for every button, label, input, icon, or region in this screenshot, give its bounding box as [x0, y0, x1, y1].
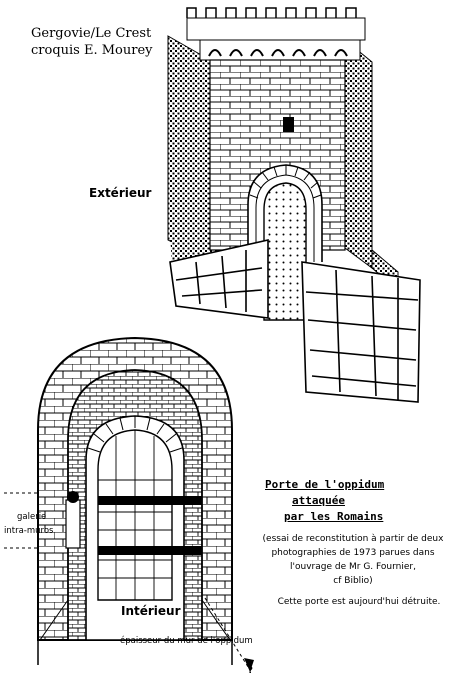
caption-title-line-2: attaquée — [292, 494, 345, 507]
caption-title-line-1: Porte de l'oppidum — [265, 478, 385, 491]
caption-note-line-3: l'ouvrage de Mr G. Fournier, — [290, 562, 416, 572]
question-mark: ? — [248, 666, 253, 676]
interior-arch-drawing — [37, 336, 233, 665]
gallery-label-line-1: galerie — [17, 512, 47, 522]
destroyed-note: Cette porte est aujourd'hui détruite. — [277, 597, 441, 607]
exterior-door — [263, 182, 307, 321]
credit-line-2: croquis E. Mourey — [31, 43, 153, 58]
exterior-label: Extérieur — [89, 186, 152, 200]
gallery-opening — [65, 499, 81, 549]
exterior-tower-drawing — [167, 7, 421, 403]
credit-line-1: Gergovie/Le Crest — [31, 26, 152, 41]
caption-title-line-3: par les Romains — [284, 510, 384, 523]
gallery-label-line-2: intra-muros — [4, 526, 54, 536]
caption-note-line-1: (essai de reconstitution à partir de deu… — [262, 534, 444, 544]
caption-note-line-4: cf Biblio) — [333, 576, 373, 586]
rampart-stones — [169, 239, 421, 403]
interior-label: Intérieur — [121, 604, 181, 618]
leader-lines — [4, 492, 251, 671]
wall-thickness-label: épaisseur du mur de l'oppidum — [120, 636, 253, 646]
battlements — [186, 7, 366, 41]
caption-note-line-2: photographies de 1973 parues dans — [271, 548, 435, 558]
tower-window — [283, 117, 294, 132]
